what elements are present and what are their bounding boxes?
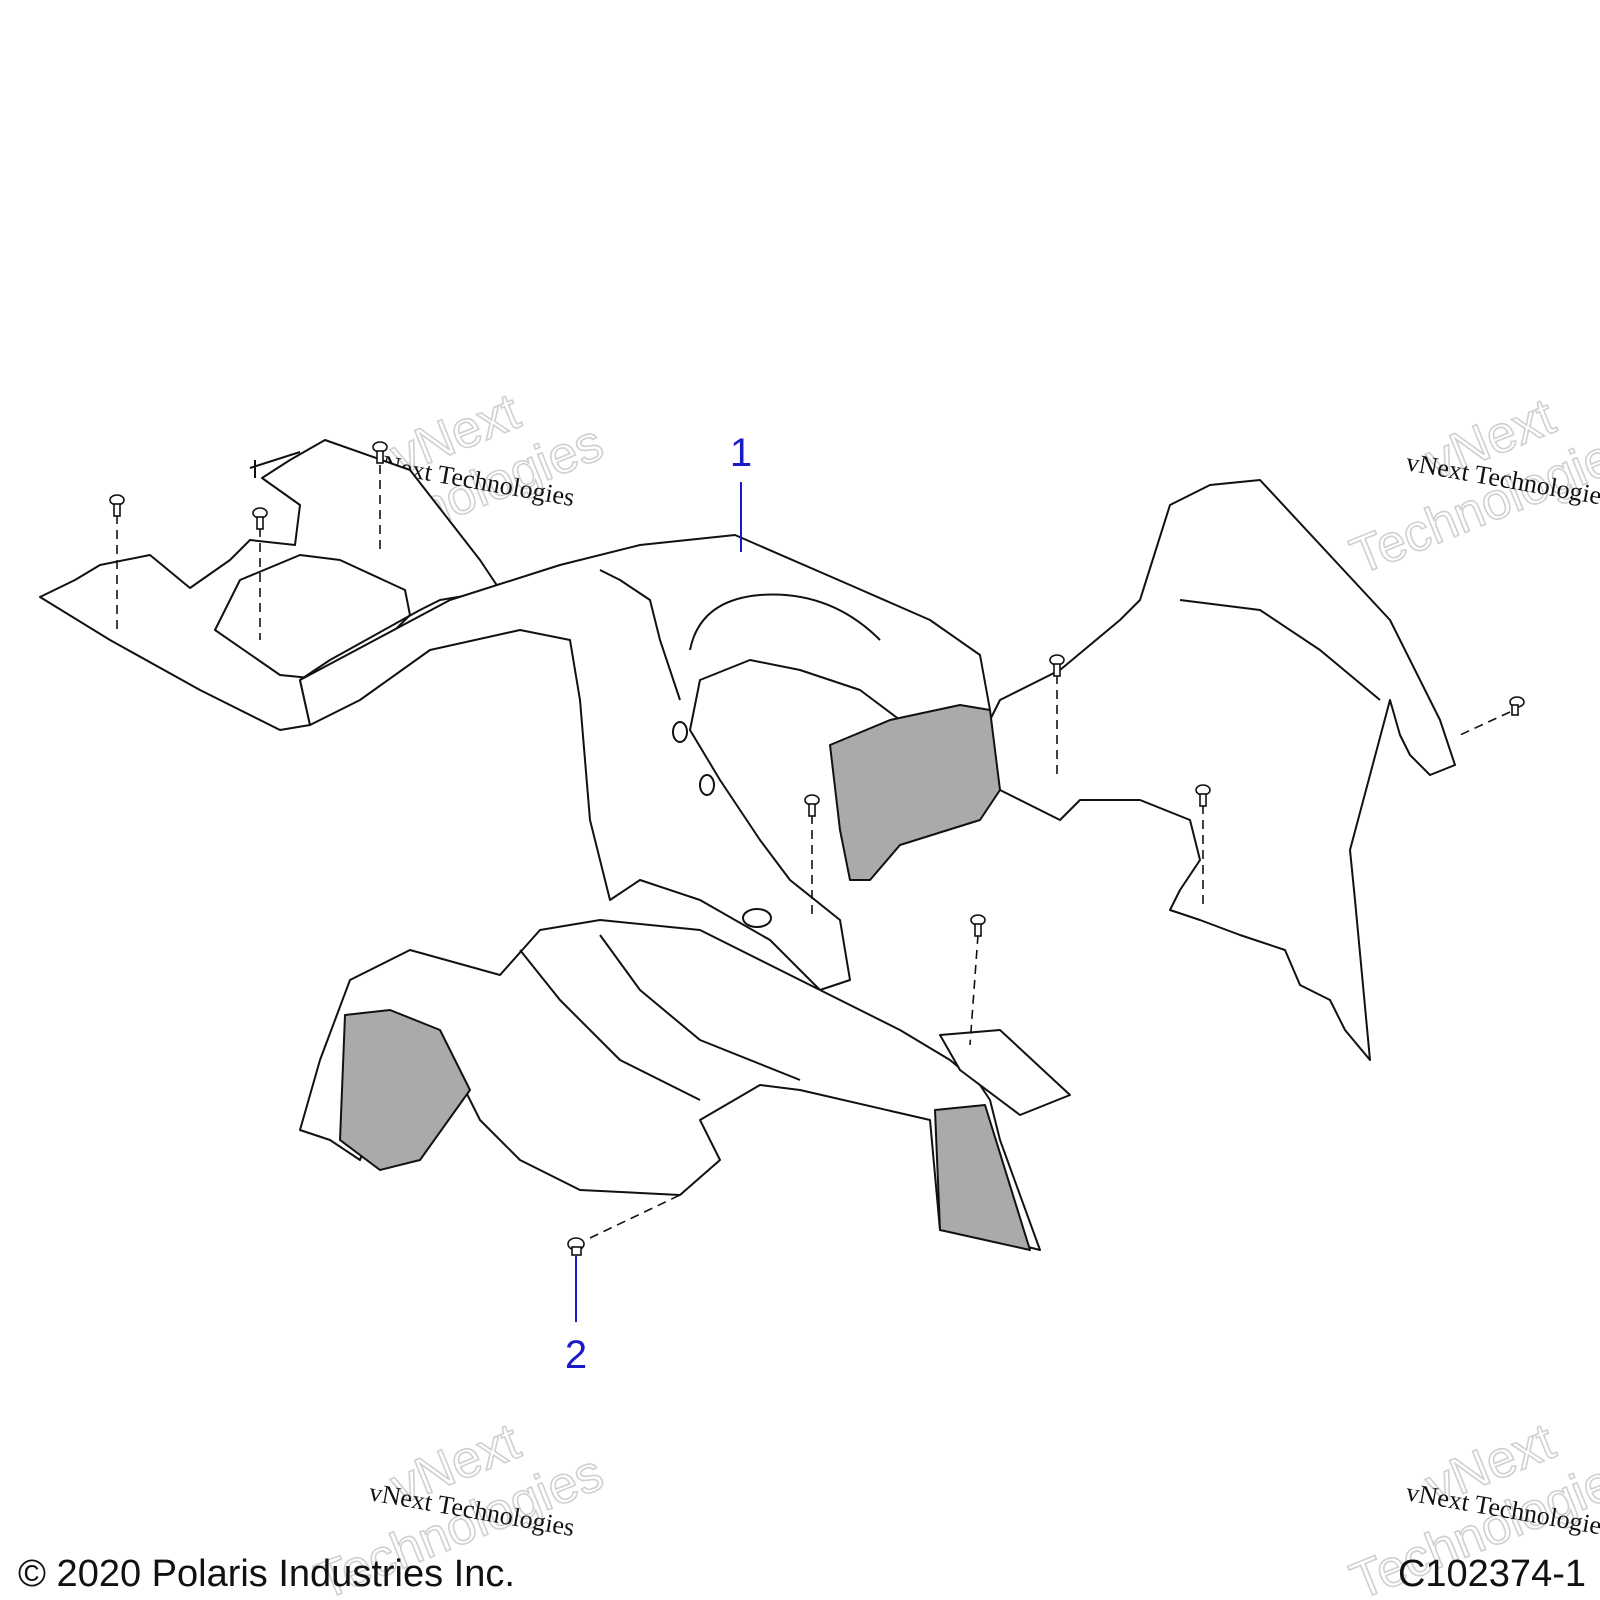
left-fender-bracket xyxy=(939,1029,1071,1116)
fastener xyxy=(1049,654,1065,780)
callout-2: 2 xyxy=(565,1256,587,1377)
arch-ridge-line xyxy=(599,569,681,701)
fastener xyxy=(372,441,388,550)
callout-number: 2 xyxy=(565,1333,587,1377)
fastener xyxy=(1195,784,1211,905)
mount-hole xyxy=(742,908,772,928)
fastener xyxy=(969,914,986,1046)
arch-inner-opening xyxy=(689,593,881,651)
left-fender-crease xyxy=(519,934,801,1101)
fastener xyxy=(109,494,125,630)
left-rack-extension xyxy=(39,439,501,731)
fastener xyxy=(567,1194,681,1256)
right-fender-liner xyxy=(829,704,1001,881)
central-arch xyxy=(299,534,991,991)
left-fender-inner-panel xyxy=(934,1104,1031,1251)
callout-1: 1 xyxy=(730,431,752,552)
mount-hole xyxy=(672,721,688,743)
fasteners xyxy=(109,441,1525,1256)
fastener xyxy=(804,794,820,915)
mount-hole xyxy=(699,774,715,796)
callout-number: 1 xyxy=(730,431,752,475)
watermark-top-right: vNext Technologies vNext Technologies xyxy=(1342,387,1600,587)
left-rack-tab xyxy=(249,451,301,478)
right-fender-edge xyxy=(1179,599,1381,701)
left-fender-liner xyxy=(339,1009,471,1171)
fastener xyxy=(1459,696,1525,736)
fastener xyxy=(252,507,268,640)
figure-id: C102374-1 xyxy=(1397,1553,1586,1595)
front-cab-panel xyxy=(39,439,1456,1251)
copyright-text: © 2020 Polaris Industries Inc. xyxy=(18,1553,515,1595)
